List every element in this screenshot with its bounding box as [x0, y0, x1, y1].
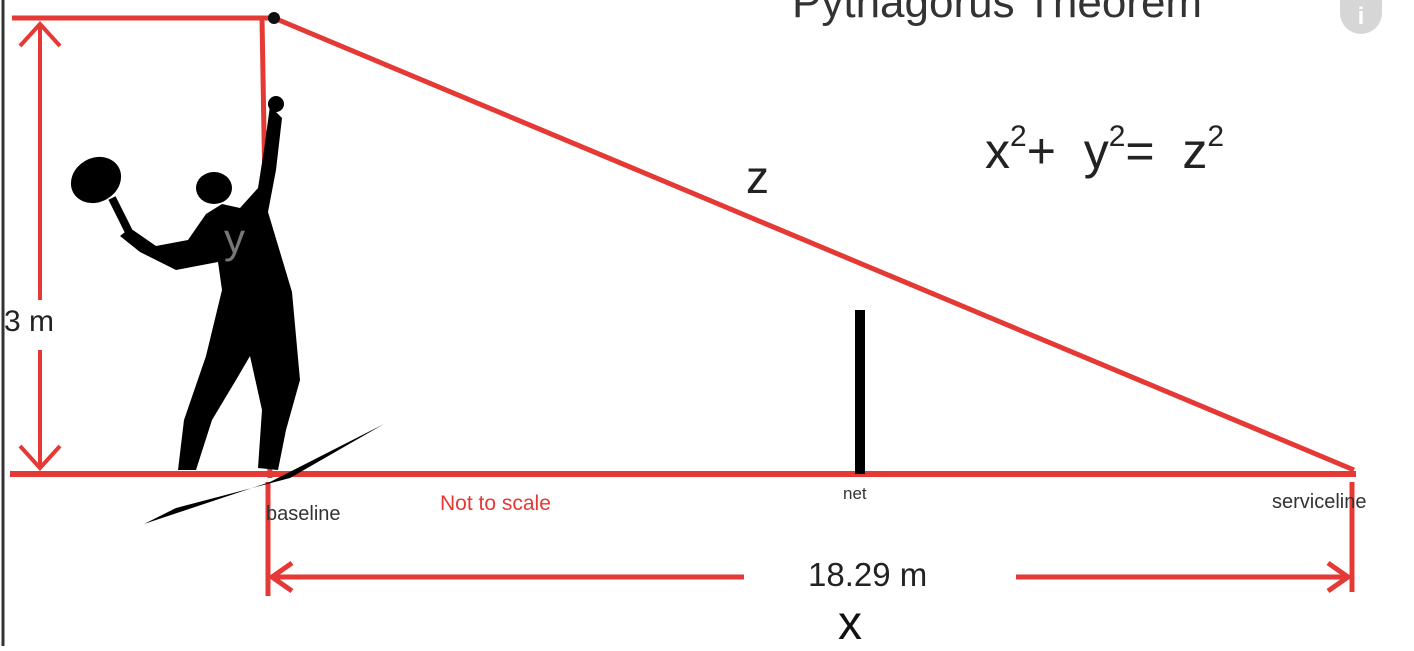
hypotenuse-line	[273, 15, 1355, 473]
pythagoras-formula: x2+ y2= z2	[985, 120, 1225, 180]
info-icon[interactable]: i	[1340, 0, 1382, 34]
distance-label: 18.29 m	[808, 556, 928, 593]
hypotenuse-label: z	[746, 151, 769, 203]
diagram-title: Pythagorus Theorem	[792, 0, 1203, 27]
net-label: net	[843, 484, 867, 503]
tennis-player-silhouette	[70, 96, 384, 524]
height-arrow	[18, 21, 62, 471]
formula-exp-z: 2	[1207, 120, 1225, 154]
distance-arrow	[265, 482, 1355, 596]
racket-icon	[70, 156, 122, 204]
formula-plus: +	[1026, 123, 1056, 179]
formula-exp-x: 2	[1010, 120, 1027, 154]
height-label: 3 m	[4, 305, 55, 338]
formula-x: x	[985, 123, 1010, 179]
ball-point	[268, 12, 280, 24]
formula-equals: =	[1125, 123, 1155, 179]
distance-var-label: x	[838, 597, 862, 650]
formula-y: y	[1083, 123, 1109, 179]
baseline-label: baseline	[266, 503, 341, 525]
height-var-label: y	[224, 215, 245, 262]
formula-exp-y: 2	[1108, 120, 1126, 154]
serviceline-label: serviceline	[1272, 491, 1367, 513]
formula-z: z	[1182, 123, 1208, 179]
not-to-scale-label: Not to scale	[440, 492, 551, 515]
